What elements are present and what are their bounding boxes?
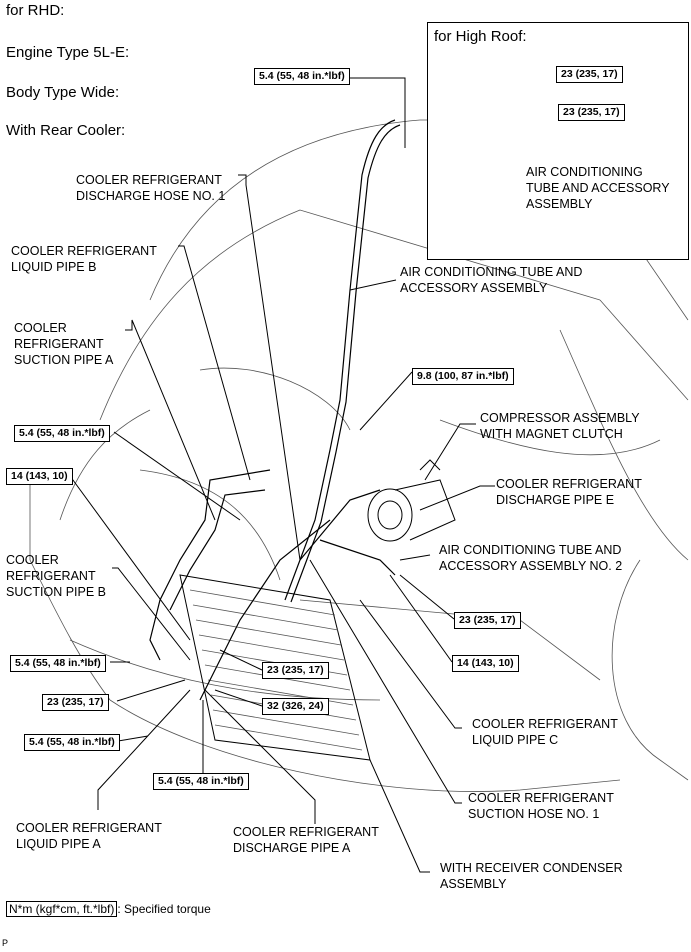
liquid-pipe-c-label: COOLER REFRIGERANT LIQUID PIPE C: [472, 717, 618, 747]
compressor-graphic: [367, 459, 456, 542]
legend-units-box: N*m (kgf*cm, ft.*lbf): [6, 901, 118, 917]
discharge-hose-1-label: COOLER REFRIGERANT DISCHARGE HOSE NO. 1: [76, 173, 226, 203]
torque-9-8: 9.8 (100, 87 in.*lbf): [412, 368, 514, 385]
engine-condition: Engine Type 5L-E:: [6, 44, 130, 61]
torque-32: 32 (326, 24): [262, 698, 329, 715]
condenser-label: WITH RECEIVER CONDENSER ASSEMBLY: [440, 861, 623, 891]
legend-text: : Specified torque: [117, 902, 211, 916]
suction-pipe-a-label: COOLER REFRIGERANT SUCTION PIPE A: [14, 321, 114, 367]
ac-tube-2-label: AIR CONDITIONING TUBE AND ACCESSORY ASSE…: [439, 543, 623, 573]
discharge-pipe-a-label: COOLER REFRIGERANT DISCHARGE PIPE A: [233, 825, 379, 855]
ac-tube-label: AIR CONDITIONING TUBE AND ACCESSORY ASSE…: [400, 265, 583, 295]
liquid-pipe-b-label: COOLER REFRIGERANT LIQUID PIPE B: [11, 244, 157, 274]
torque-23-right: 23 (235, 17): [454, 612, 521, 629]
liquid-pipe-a-label: COOLER REFRIGERANT LIQUID PIPE A: [16, 821, 162, 851]
suction-pipe-b-label: COOLER REFRIGERANT SUCTION PIPE B: [6, 553, 107, 599]
inset-torque-lower: 23 (235, 17): [558, 104, 625, 121]
body-condition: Body Type Wide:: [6, 84, 120, 101]
inset-ac-tube-label: AIR CONDITIONING TUBE AND ACCESSORY ASSE…: [526, 165, 670, 211]
torque-14-right: 14 (143, 10): [452, 655, 519, 672]
high-roof-title: for High Roof:: [434, 28, 527, 45]
torque-14-left: 14 (143, 10): [6, 468, 73, 485]
high-roof-inset: [427, 22, 689, 260]
torque-23-center: 23 (235, 17): [262, 662, 329, 679]
rear-cooler-condition: With Rear Cooler:: [6, 122, 126, 139]
discharge-pipe-e-label: COOLER REFRIGERANT DISCHARGE PIPE E: [496, 477, 642, 507]
rhd-condition: for RHD:: [6, 2, 65, 19]
torque-left-5-4: 5.4 (55, 48 in.*lbf): [14, 425, 110, 442]
torque-23-left: 23 (235, 17): [42, 694, 109, 711]
corner-mark: P: [2, 938, 9, 948]
torque-5-4-mid: 5.4 (55, 48 in.*lbf): [10, 655, 106, 672]
torque-legend: N*m (kgf*cm, ft.*lbf): Specified torque: [6, 901, 211, 917]
torque-5-4-low: 5.4 (55, 48 in.*lbf): [24, 734, 120, 751]
torque-5-4-bottom: 5.4 (55, 48 in.*lbf): [153, 773, 249, 790]
inset-torque-upper: 23 (235, 17): [556, 66, 623, 83]
torque-top: 5.4 (55, 48 in.*lbf): [254, 68, 350, 85]
compressor-label: COMPRESSOR ASSEMBLY WITH MAGNET CLUTCH: [480, 411, 640, 441]
suction-hose-1-label: COOLER REFRIGERANT SUCTION HOSE NO. 1: [468, 791, 614, 821]
